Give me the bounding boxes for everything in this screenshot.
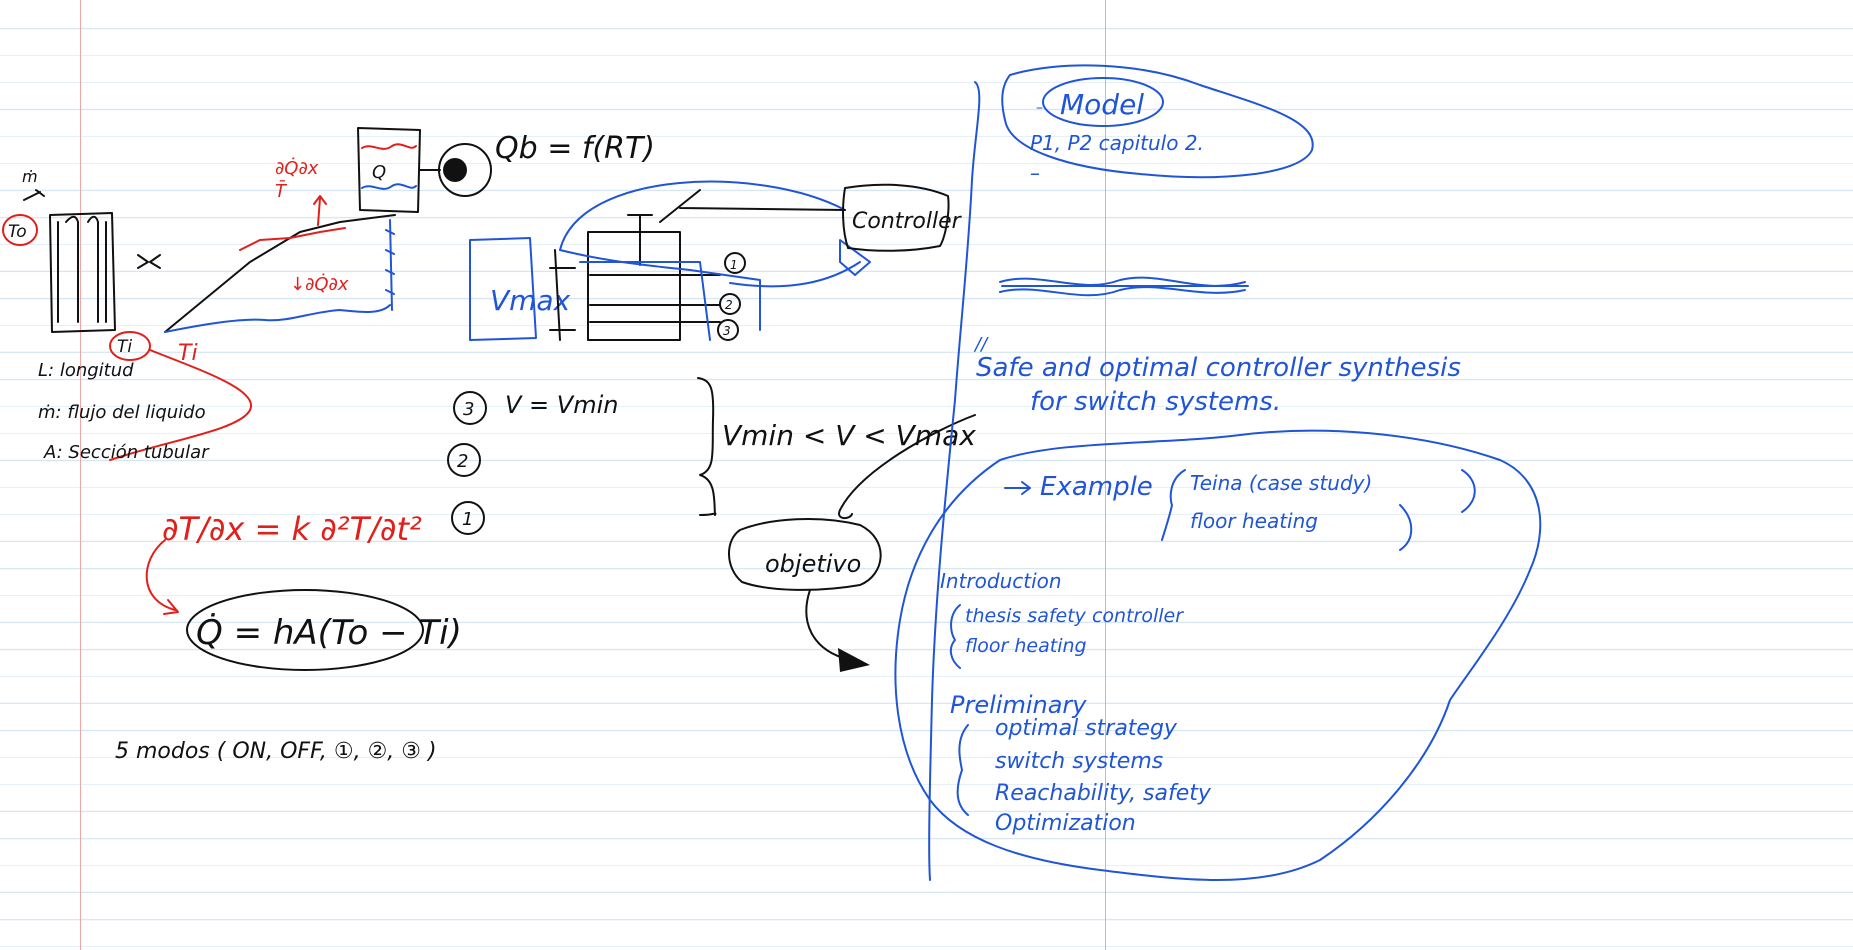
objetivo-label: objetivo bbox=[765, 550, 861, 578]
inequality: Vmin < V < Vmax bbox=[722, 419, 976, 452]
quote-mark: // bbox=[973, 334, 989, 355]
def-flujo: ṁ: flujo del liquido bbox=[38, 402, 206, 423]
vertical-divider-stroke bbox=[928, 81, 981, 881]
example-label: Example bbox=[1040, 472, 1153, 502]
model-cloud: – Model P1, P2 capitulo 2. – bbox=[1001, 64, 1314, 185]
model-label: Model bbox=[1060, 88, 1144, 121]
intro-item-2: floor heating bbox=[965, 635, 1087, 657]
def-seccion: A: Sección tubular bbox=[43, 442, 210, 463]
prelim-item-4: Optimization bbox=[995, 811, 1136, 836]
ti-red-label: Ti bbox=[178, 341, 198, 366]
center-margin-line bbox=[1105, 0, 1106, 950]
pde-formula: ∂T/∂x = k ∂²T/∂t² bbox=[162, 510, 422, 548]
thesis-title-line2: for switch systems. bbox=[1030, 387, 1281, 417]
introduction-label: Introduction bbox=[940, 569, 1062, 593]
to-label: To bbox=[8, 222, 27, 242]
qb-formula: Qb = f(RT) bbox=[495, 131, 655, 166]
red-annot-3: ↓∂Q̇∂x bbox=[290, 274, 349, 295]
pipe-wedge-sketch: ∂Q̇∂x T̄ ↓∂Q̇∂x bbox=[164, 158, 396, 333]
circ-1: 1 bbox=[462, 509, 473, 530]
preliminary-label: Preliminary bbox=[950, 691, 1087, 719]
level-list: 3 V = Vmin 2 1 bbox=[447, 391, 618, 535]
heat-equation: Q̇ = hA(To − Ti) bbox=[186, 589, 462, 671]
thesis-title-line1: Safe and optimal controller synthesis bbox=[976, 353, 1461, 383]
prelim-item-3: Reachability, safety bbox=[995, 781, 1212, 806]
outline-cloud bbox=[894, 429, 1542, 881]
example-item-2: floor heating bbox=[1190, 509, 1318, 533]
controller-box: Controller bbox=[842, 183, 963, 252]
mdot-label: ṁ bbox=[22, 167, 38, 186]
ti-circled: Ti Ti bbox=[109, 331, 253, 461]
example-item-1: Teina (case study) bbox=[1190, 471, 1372, 495]
q-block-label: Q bbox=[372, 162, 386, 183]
model-dash: – bbox=[1036, 100, 1043, 116]
v-min-eq: V = Vmin bbox=[505, 391, 618, 419]
to-circled: To bbox=[2, 214, 38, 246]
empty-dash: – bbox=[1030, 161, 1040, 185]
heat-block-sketch: Q bbox=[357, 127, 492, 213]
radiator-sketch: ṁ bbox=[22, 167, 161, 333]
level-2: 2 bbox=[725, 298, 733, 312]
level-3: 3 bbox=[723, 324, 731, 338]
prelim-item-2: switch systems bbox=[995, 749, 1163, 774]
red-annot-1: ∂Q̇∂x bbox=[275, 158, 319, 179]
example-block: Example Teina (case study) floor heating bbox=[1004, 469, 1476, 551]
introduction-block: Introduction thesis safety controller fl… bbox=[940, 569, 1184, 669]
modes-line: 5 modos ( ON, OFF, ①, ②, ③ ) bbox=[115, 739, 437, 764]
heat-equation-text: Q̇ = hA(To − Ti) bbox=[196, 613, 462, 653]
intro-item-1: thesis safety controller bbox=[965, 605, 1184, 627]
tank-diagram: Vmax 1 2 3 bbox=[469, 180, 871, 341]
circ-3: 3 bbox=[463, 399, 474, 420]
preliminary-block: Preliminary optimal strategy switch syst… bbox=[950, 691, 1212, 836]
crossed-out-line bbox=[999, 276, 1249, 297]
red-annot-2: T̄ bbox=[275, 180, 288, 202]
ti-label: Ti bbox=[117, 337, 132, 357]
controller-label: Controller bbox=[852, 209, 963, 234]
brace bbox=[697, 377, 717, 516]
arrow-to-objetivo bbox=[838, 414, 976, 520]
objetivo-cloud: objetivo bbox=[728, 517, 882, 672]
level-1: 1 bbox=[730, 258, 738, 272]
prelim-item-1: optimal strategy bbox=[995, 716, 1178, 741]
left-margin-line bbox=[80, 0, 81, 950]
circ-2: 2 bbox=[457, 451, 468, 472]
def-longitud: L: longitud bbox=[38, 360, 134, 381]
chapters-line: P1, P2 capitulo 2. bbox=[1030, 131, 1204, 155]
